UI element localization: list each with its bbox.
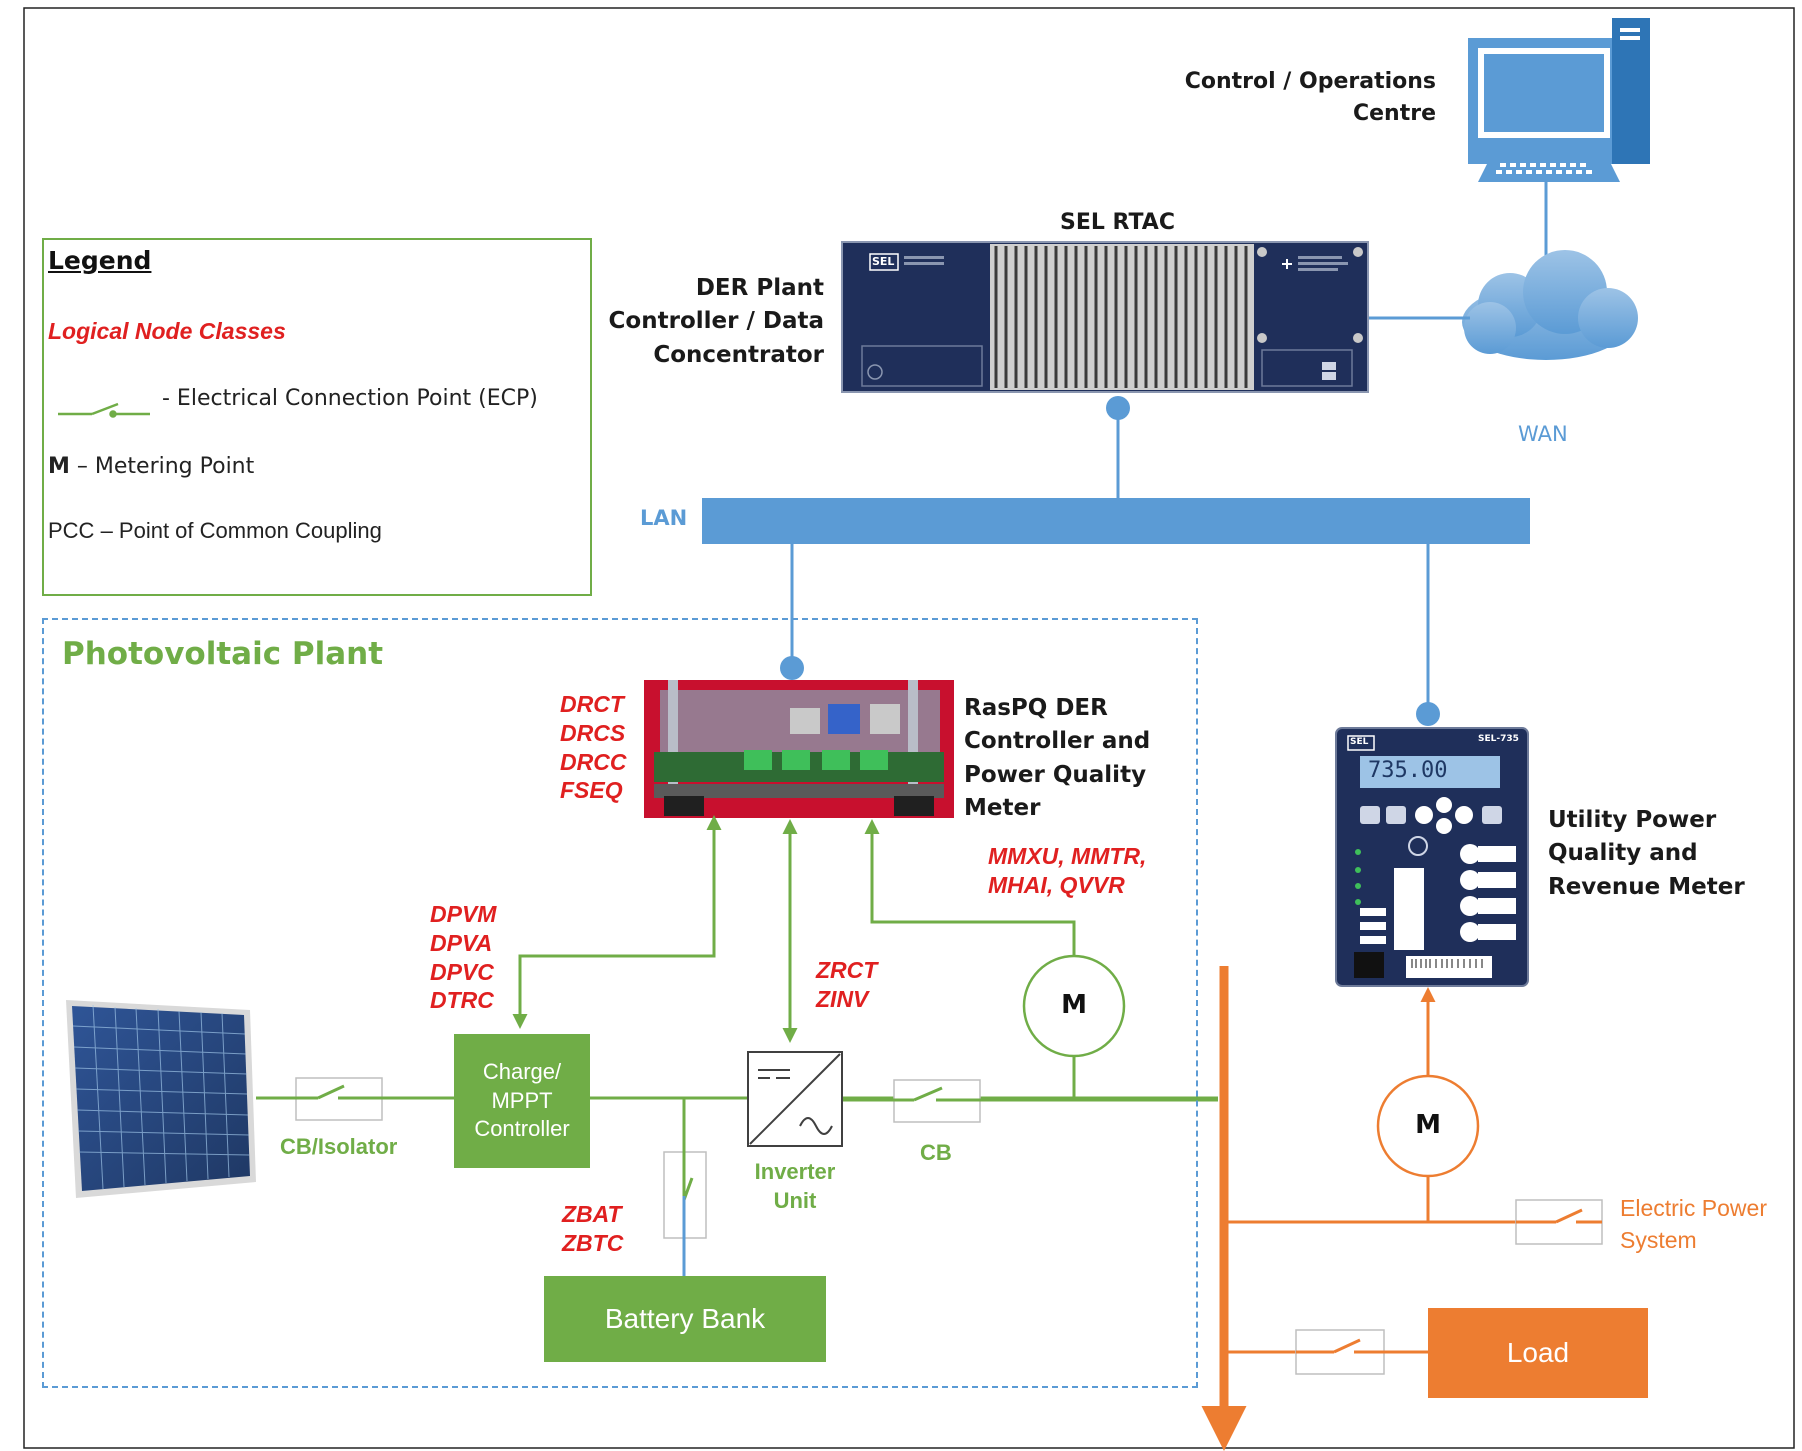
raspq-label: RasPQ DER Controller and Power Quality M… [964,695,1151,822]
load-switch-icon [1295,1329,1428,1375]
battery-bank-label: Battery Bank [604,1303,766,1334]
raspq-logical-nodes: DRCT DRCS DRCC FSEQ [560,691,627,804]
cb-isolator-label: CB/Isolator [280,1134,398,1159]
battery-bank-box: Battery Bank [544,1276,826,1362]
charge-to-raspq-arrow [512,815,722,1029]
meter-logical-nodes: MMXU, MMTR, MHAI, QVVR [988,843,1147,898]
legend-ecp-text: - Electrical Connection Point (ECP) [162,386,538,411]
lan-label: LAN [640,506,688,530]
battery-switch-icon [663,1098,707,1276]
utility-meter-lan-port [1416,702,1440,726]
meter-brand: SEL [1350,737,1369,747]
photovoltaic-plant-title: Photovoltaic Plant [62,636,384,672]
electric-power-system-label: Electric Power System [1620,1195,1767,1254]
meter-model: SEL-735 [1478,734,1519,744]
rtac-device-icon [841,241,1369,393]
meter-to-raspq-arrow [864,819,1076,956]
lan-bus [702,498,1530,544]
legend-pcc-abbr: PCC [48,518,95,543]
battery-logical-nodes: ZBAT ZBTC [562,1201,624,1256]
charge-logical-nodes: DPVM DPVA DPVC DTRC [430,901,497,1014]
cb-label: CB [920,1140,952,1165]
cb-isolator-switch-icon [256,1077,454,1121]
legend-ecp-symbol [58,402,150,418]
figure-frame [23,7,1795,1449]
raspq-lan-port [780,656,804,680]
control-centre-label: Control / Operations Centre [1184,69,1436,126]
legend-pcc-text: – Point of Common Coupling [94,518,382,543]
inverter-logical-nodes: ZRCT ZINV [816,957,878,1012]
charge-controller-box: Charge/ MPPT Controller [454,1034,590,1168]
photovoltaic-plant-boundary [42,618,1198,1388]
cloud-icon [1462,250,1638,360]
rtac-title: SEL RTAC [1060,210,1175,235]
load-box: Load [1428,1308,1648,1398]
inverter-unit-label: Inverter Unit [754,1159,836,1213]
meter-display-readout: 735.00 [1368,758,1448,783]
wan-label: WAN [1518,422,1568,446]
rtac-brand: SEL [872,255,895,268]
green-meter-symbol: M [1061,990,1087,1020]
charge-controller-label: Charge/ MPPT Controller [474,1059,570,1142]
raspberry-pi-icon [644,680,954,818]
orange-meter-symbol: M [1415,1110,1441,1140]
solar-panel-icon [66,1000,256,1198]
rtac-lan-port [1106,396,1130,420]
eps-switch-icon [1515,1199,1603,1245]
legend-metering-text: – Metering Point [69,454,255,479]
inverter-icon [747,1051,843,1147]
cb-switch-icon [842,1079,1218,1123]
power-meter-icon [1335,727,1529,987]
legend-pcc: PCC – Point of Common Coupling [48,518,382,544]
der-plant-controller-label: DER Plant Controller / Data Concentrator [608,275,824,368]
computer-icon [1468,18,1650,182]
legend-metering-abbr: M [48,454,70,479]
legend-logical-node-classes: Logical Node Classes [48,318,286,344]
legend-title: Legend [48,246,152,275]
legend-box [42,238,592,596]
utility-meter-label: Utility Power Quality and Revenue Meter [1548,807,1745,900]
legend-metering-point: M – Metering Point [48,454,254,480]
load-label: Load [1506,1337,1570,1368]
